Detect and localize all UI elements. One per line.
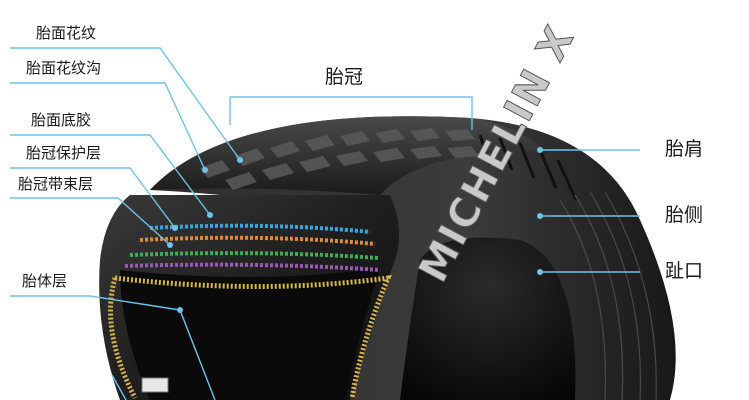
carcass-ply-line-left	[108, 277, 138, 400]
belt-layer-purple	[124, 262, 381, 272]
belt-layer-orange	[139, 235, 376, 246]
section-inner-cavity	[120, 268, 380, 400]
belt-layer-blue	[149, 223, 371, 234]
carcass-ply-line	[114, 274, 392, 399]
leader-dots	[167, 147, 543, 313]
label-tread-groove: 胎面花纹沟	[26, 59, 102, 77]
label-tread-base: 胎面底胶	[31, 111, 92, 129]
label-sidewall: 胎侧	[665, 204, 704, 226]
label-crown: 胎冠	[325, 66, 364, 88]
inner-cavity	[400, 237, 576, 400]
label-bead: 趾口	[665, 260, 704, 282]
label-shoulder: 胎肩	[665, 138, 704, 160]
tread-blocks	[200, 128, 479, 190]
leader-lines	[10, 47, 640, 400]
label-carcass-ply: 胎体层	[22, 272, 68, 290]
bead-bundle	[141, 377, 169, 393]
label-crown-belt-ply: 胎冠带束层	[18, 175, 94, 193]
label-crown-protective-ply: 胎冠保护层	[26, 144, 102, 162]
shoulder-sipes	[478, 134, 578, 201]
label-tread-pattern: 胎面花纹	[36, 24, 97, 42]
